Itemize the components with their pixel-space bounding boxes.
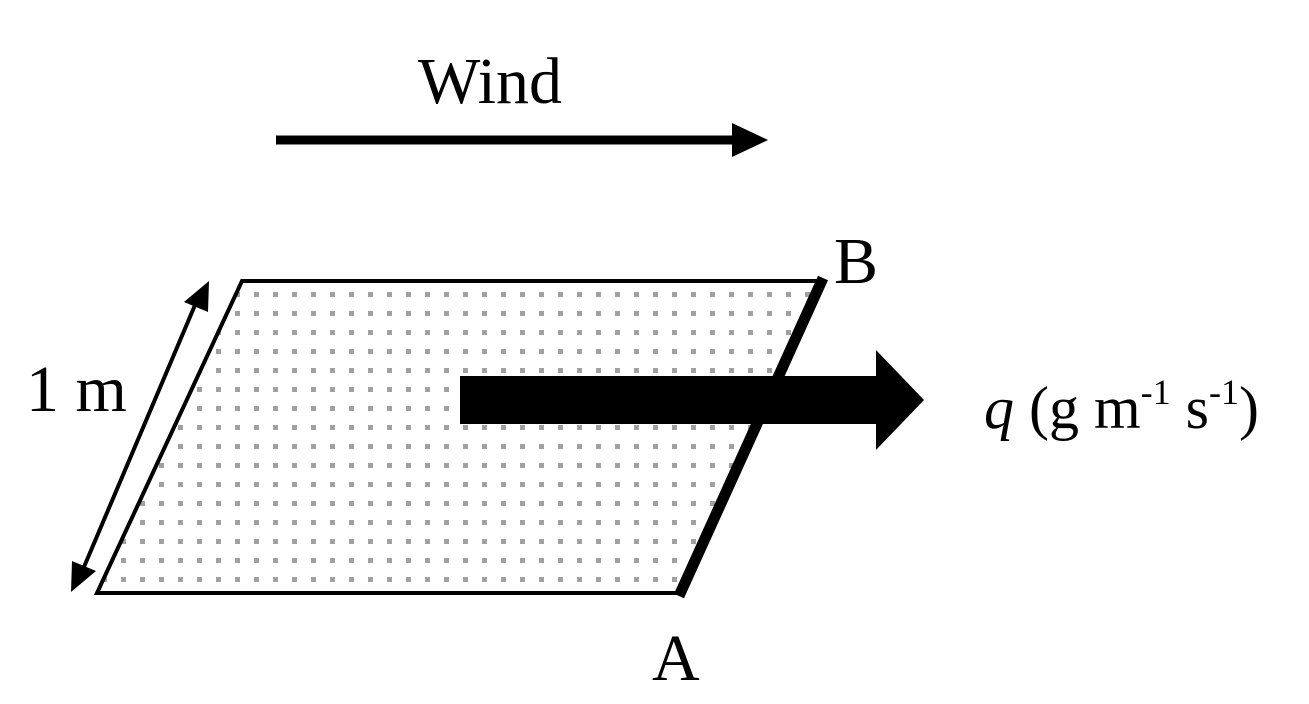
flux-units-open: (g m — [1014, 375, 1141, 441]
edge-ab — [673, 275, 829, 599]
flux-label: q (g m-1 s-1) — [984, 372, 1259, 441]
surface-patch — [93, 279, 824, 595]
width-dimension-arrow — [71, 281, 209, 592]
flux-units-exp1: -1 — [1141, 372, 1171, 412]
flux-arrow — [460, 350, 924, 450]
corner-a-label: A — [652, 622, 700, 695]
flux-symbol: q — [984, 375, 1014, 441]
flux-units-mid: s — [1171, 375, 1209, 441]
flux-units-exp2: -1 — [1209, 372, 1239, 412]
corner-b-label: B — [834, 225, 878, 298]
width-label: 1 m — [26, 353, 127, 426]
wind-arrow — [276, 123, 768, 157]
wind-label: Wind — [418, 45, 562, 118]
flux-units-close: ) — [1239, 375, 1259, 441]
